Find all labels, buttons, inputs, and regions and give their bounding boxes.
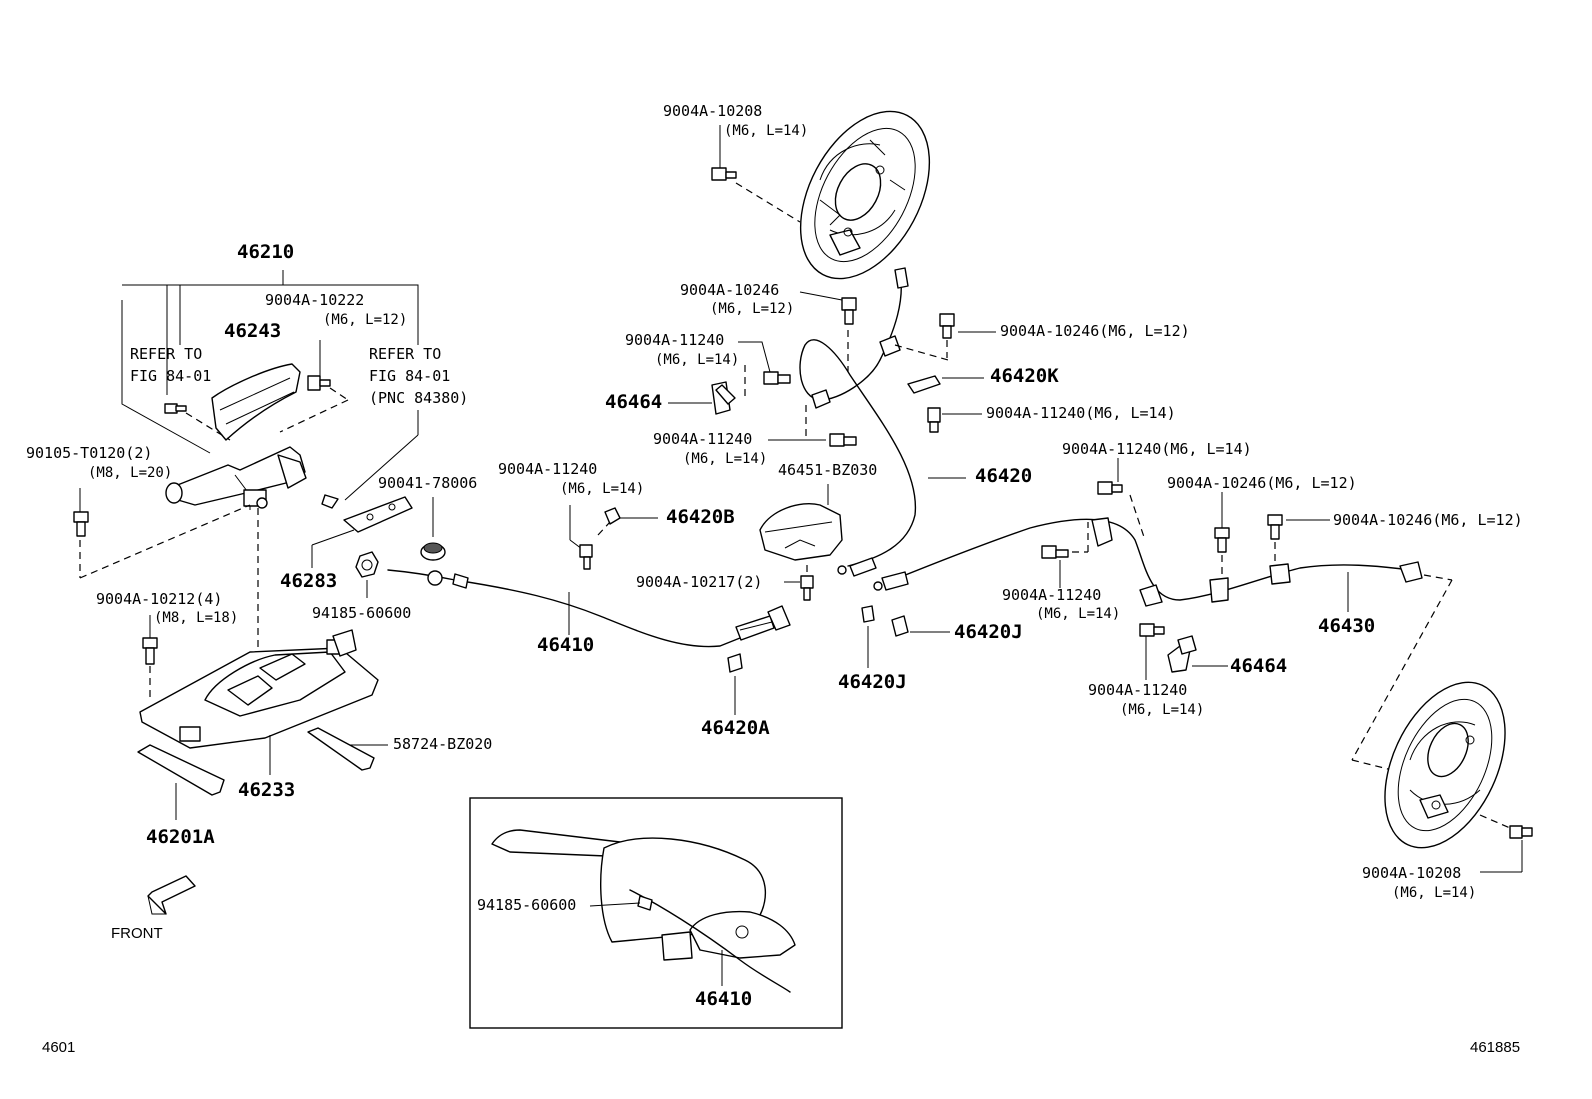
label-46201A: 46201A [146, 826, 215, 848]
label-9004A-11240-c: 9004A-11240(M6, L=14) [986, 404, 1176, 422]
front-arrow-icon [147, 875, 196, 915]
cover-46451 [759, 484, 843, 561]
parking-brake-lever-assembly [164, 340, 349, 510]
label-46420J-b: 46420J [954, 621, 1023, 643]
label-46420: 46420 [975, 465, 1033, 487]
label-9004A-10208-bottom: 9004A-10208 [1362, 864, 1462, 882]
label-9004A-11240-d: 9004A-11240 [498, 460, 598, 478]
label-46420A: 46420A [701, 717, 770, 739]
label-46233: 46233 [238, 779, 296, 801]
bolt-9004A-11240-f [1041, 522, 1089, 588]
label-refer-left-2: FIG 84-01 [130, 367, 212, 385]
bolt-9004A-11240-g [1139, 623, 1165, 680]
label-9004A-10246-d: 9004A-10246(M6, L=12) [1333, 511, 1523, 529]
backing-plate-bottom [1384, 681, 1506, 849]
label-9004A-10246-c: 9004A-10246(M6, L=12) [1167, 474, 1357, 492]
label-9004A-11240-b: 9004A-11240 [653, 430, 753, 448]
clip-46420B [569, 505, 658, 570]
label-46410: 46410 [537, 634, 595, 656]
nut-94185 [355, 551, 379, 598]
clip-46420J-a [861, 605, 875, 668]
corner-code-left: 4601 [42, 1039, 76, 1056]
label-9004A-10222-spec: (M6, L=12) [323, 312, 408, 328]
bolt-9004A-10246-a [799, 291, 857, 325]
label-46420J-a: 46420J [838, 671, 907, 693]
bolt-9004A-10208-bottom [1479, 814, 1533, 873]
label-refer-left-1: REFER TO [130, 345, 203, 363]
bolt-9004A-11240-e [1097, 458, 1146, 541]
bolt-9004A-10246-b [939, 313, 996, 358]
label-9004A-10246-b: 9004A-10246(M6, L=12) [1000, 322, 1190, 340]
corner-code-right: 461885 [1470, 1039, 1521, 1056]
label-9004A-11240-a-spec: (M6, L=14) [655, 352, 740, 368]
label-9004A-11240-d-spec: (M6, L=14) [560, 481, 645, 497]
bolt-9004A-10208-top [711, 125, 801, 223]
bolt-9004A-10217 [784, 565, 814, 601]
label-9004A-11240-f-spec: (M6, L=14) [1036, 606, 1121, 622]
console-tray-46233 [139, 629, 379, 775]
cable-46420 [799, 267, 966, 577]
label-46430: 46430 [1318, 615, 1376, 637]
label-9004A-10222: 9004A-10222 [265, 291, 365, 309]
label-9004A-10217: 9004A-10217(2) [636, 573, 763, 591]
bolt-icon [307, 375, 331, 391]
label-9004A-10208-top: 9004A-10208 [663, 102, 763, 120]
label-inset-94185: 94185-60600 [477, 896, 577, 914]
label-46420K: 46420K [990, 365, 1059, 387]
label-94185-a: 94185-60600 [312, 604, 412, 622]
bolt-icon [164, 403, 187, 414]
label-9004A-11240-g-spec: (M6, L=14) [1120, 702, 1205, 718]
grommet-90041 [420, 497, 446, 561]
bracket-46464-right [1167, 635, 1228, 673]
backing-plate-top [799, 110, 931, 280]
label-9004A-11240-f: 9004A-11240 [1002, 586, 1102, 604]
label-9004A-10246-a-spec: (M6, L=12) [710, 301, 795, 317]
label-90041: 90041-78006 [378, 474, 478, 492]
label-9004A-11240-a: 9004A-11240 [625, 331, 725, 349]
front-cable-46410 [387, 569, 791, 715]
bracket-46464-left [668, 381, 736, 415]
bolt-9004A-10246-c [1214, 492, 1230, 578]
group-bracket-46210 [121, 270, 419, 501]
label-9004A-11240-e: 9004A-11240(M6, L=14) [1062, 440, 1252, 458]
label-46420B: 46420B [666, 506, 735, 528]
label-9004A-10212: 9004A-10212(4) [96, 590, 223, 608]
bolt-9004A-11240-b [768, 433, 857, 447]
label-58724: 58724-BZ020 [393, 735, 493, 753]
strip-58724 [307, 727, 388, 771]
label-46283: 46283 [280, 570, 338, 592]
lever-grip-46243 [211, 363, 301, 441]
label-46210: 46210 [237, 241, 295, 263]
label-46451: 46451-BZ030 [778, 461, 878, 479]
bolt-90105 [73, 488, 251, 579]
bracket-46420K [907, 375, 984, 394]
plate-46283 [311, 496, 413, 568]
clip-46420J-b [891, 615, 950, 637]
label-9004A-10212-spec: (M8, L=18) [154, 610, 239, 626]
strip-46201A [137, 744, 225, 820]
label-9004A-11240-g: 9004A-11240 [1088, 681, 1188, 699]
label-46464-left: 46464 [605, 391, 663, 413]
bolt-9004A-10246-d [1267, 514, 1330, 562]
label-refer-right-3: (PNC 84380) [369, 389, 469, 407]
label-90105-spec: (M8, L=20) [88, 465, 173, 481]
bolt-9004A-11240-c [927, 407, 982, 433]
label-9004A-11240-b-spec: (M6, L=14) [683, 451, 768, 467]
inset-box [469, 797, 843, 1029]
bolt-9004A-11240-a [738, 341, 791, 400]
cable-46430 [873, 517, 1453, 771]
label-46464-right: 46464 [1230, 655, 1288, 677]
label-9004A-10208-bottom-spec: (M6, L=14) [1392, 885, 1477, 901]
label-front: FRONT [111, 925, 163, 942]
label-46243: 46243 [224, 320, 282, 342]
label-9004A-10208-top-spec: (M6, L=14) [724, 123, 809, 139]
label-9004A-10246-a: 9004A-10246 [680, 281, 780, 299]
bolt-9004A-10212 [142, 615, 158, 702]
label-refer-right-2: FIG 84-01 [369, 367, 451, 385]
label-90105: 90105-T0120(2) [26, 444, 153, 462]
label-refer-right-1: REFER TO [369, 345, 442, 363]
label-inset-46410: 46410 [695, 988, 753, 1010]
